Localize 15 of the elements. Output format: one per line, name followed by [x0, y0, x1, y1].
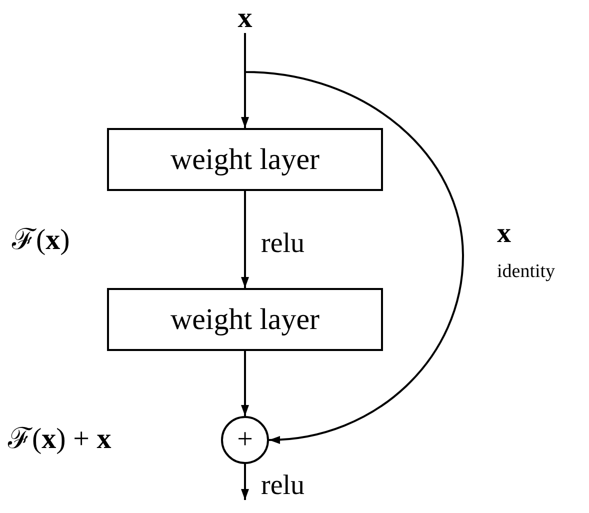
layer-box [107, 128, 383, 191]
output-sum-label: ℱ(x) + x [8, 425, 112, 454]
residual-function-label: ℱ(x) [12, 226, 70, 255]
identity-input-label: x [497, 220, 511, 248]
input-variable-label: x [230, 3, 260, 33]
arrow [241, 464, 249, 500]
plus-sign: + [237, 426, 253, 454]
identity-label: identity [497, 262, 556, 281]
layer-label: weight layer [170, 144, 320, 174]
layer-box [107, 288, 383, 351]
curved-arrow [244, 33, 464, 444]
arrow [241, 351, 249, 416]
arrow [241, 191, 249, 288]
sum-circle [221, 416, 269, 464]
layer-label: weight layer [170, 304, 320, 334]
